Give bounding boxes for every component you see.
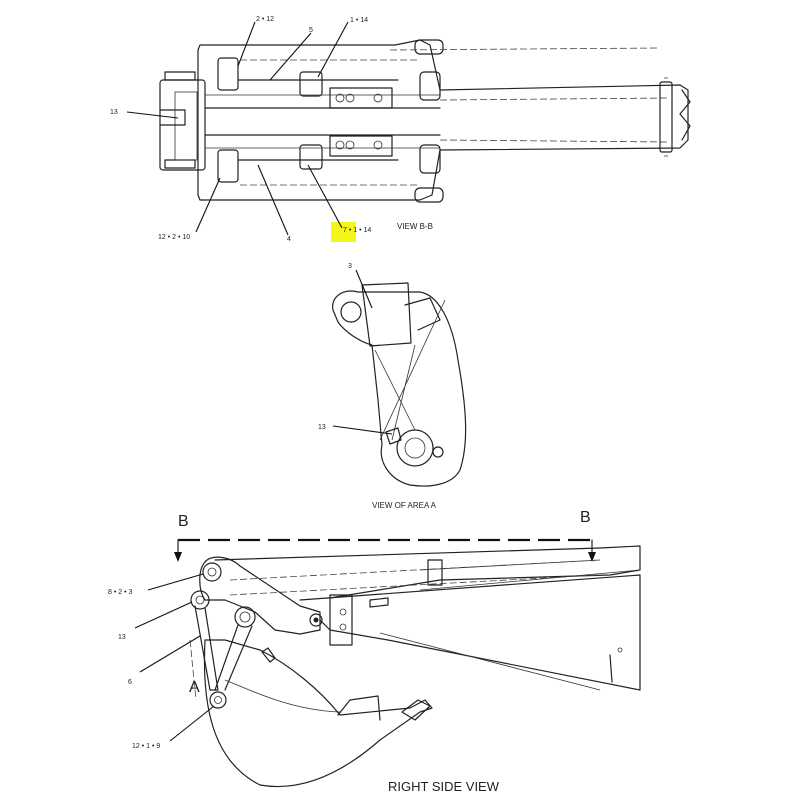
callout-2-12: 2 • 12 bbox=[256, 16, 274, 23]
callout-7-1-14: 7 • 1 • 14 bbox=[343, 227, 371, 234]
view-area-a-leaders bbox=[332, 269, 393, 435]
section-letter-right: B bbox=[580, 509, 591, 526]
view-bb-leaders bbox=[126, 21, 349, 236]
callout-8-2-3: 8 • 2 • 3 bbox=[108, 589, 132, 596]
right-side-view-title: RIGHT SIDE VIEW bbox=[388, 779, 500, 794]
view-area-a-title: VIEW OF AREA A bbox=[372, 501, 437, 510]
callout-4: 4 bbox=[287, 236, 291, 243]
view-area-a-drawing bbox=[332, 282, 467, 487]
view-area-a-labels: 3 13 VIEW OF AREA A bbox=[318, 263, 437, 510]
callout-highlight bbox=[331, 222, 356, 242]
callout-12-2-10: 12 • 2 • 10 bbox=[158, 234, 190, 241]
view-bb-title: VIEW B-B bbox=[397, 222, 433, 231]
callout-1-14: 1 • 14 bbox=[350, 17, 368, 24]
callout-3: 3 bbox=[348, 263, 352, 270]
callout-13-side: 13 bbox=[118, 634, 126, 641]
callout-6: 6 bbox=[128, 679, 132, 686]
right-side-view-labels: B B A 8 • 2 • 3 13 6 12 • 1 • 9 RIGHT SI… bbox=[108, 509, 591, 794]
callout-12-1-9: 12 • 1 • 9 bbox=[132, 743, 160, 750]
callout-5: 5 bbox=[309, 27, 313, 34]
right-side-view-leaders bbox=[134, 573, 215, 742]
callout-13-area-a: 13 bbox=[318, 424, 326, 431]
section-cut-line bbox=[174, 538, 596, 562]
section-letter-left: B bbox=[178, 513, 189, 530]
area-marker-a: A bbox=[189, 679, 200, 696]
view-bb-drawing bbox=[159, 39, 691, 203]
right-side-view-drawing bbox=[189, 545, 641, 788]
callout-13: 13 bbox=[110, 109, 118, 116]
view-bb-labels: 2 • 12 5 1 • 14 13 12 • 2 • 10 4 7 • 1 •… bbox=[110, 16, 433, 243]
